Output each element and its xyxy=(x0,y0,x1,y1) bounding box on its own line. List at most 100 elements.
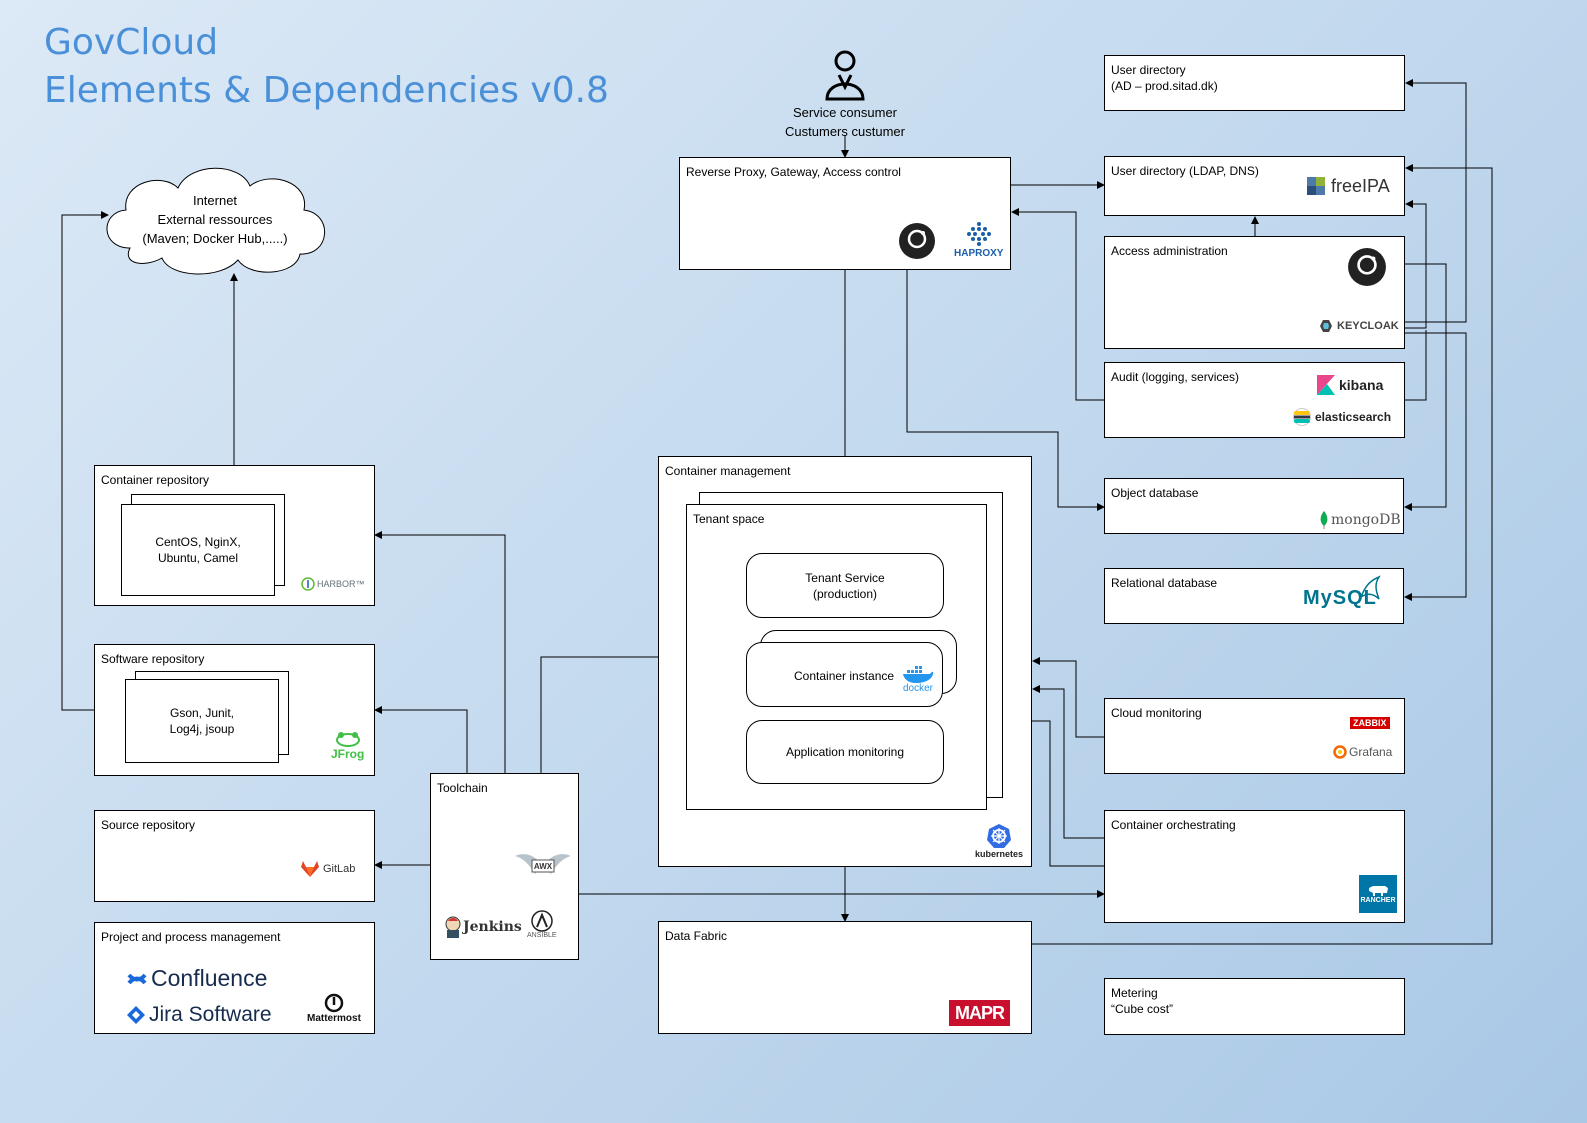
harbor-text: HARBOR™ xyxy=(317,579,365,589)
container-repository-box[interactable]: Container repository CentOS, NginX, Ubun… xyxy=(94,465,375,606)
user-directory-ad-title: User directory xyxy=(1111,63,1186,77)
audit-box[interactable]: Audit (logging, services) kibana elastic… xyxy=(1104,362,1405,438)
diagram-title-line2: Elements & Dependencies v0.8 xyxy=(44,70,609,111)
confluence-text: Confluence xyxy=(151,965,268,991)
jenkins-text: Jenkins xyxy=(463,919,522,935)
docker-logo: docker xyxy=(902,665,934,697)
elasticsearch-icon xyxy=(1293,408,1311,426)
cloud-monitoring-box[interactable]: Cloud monitoring ZABBIX Grafana xyxy=(1104,698,1405,774)
toolchain-label: Toolchain xyxy=(437,781,488,795)
awx-logo: AWX xyxy=(515,848,571,882)
gravitee-icon xyxy=(1348,248,1386,286)
software-repository-label: Software repository xyxy=(101,652,205,666)
gitlab-text: GitLab xyxy=(323,863,356,875)
harbor-logo: HARBOR™ xyxy=(301,577,365,591)
container-repo-items: CentOS, NginX, Ubuntu, Camel xyxy=(155,535,241,565)
container-repo-stack-front: CentOS, NginX, Ubuntu, Camel xyxy=(121,504,275,596)
source-repository-box[interactable]: Source repository GitLab xyxy=(94,810,375,902)
application-monitoring-label: Application monitoring xyxy=(785,745,905,759)
grafana-text: Grafana xyxy=(1349,745,1393,759)
software-repo-stack-front: Gson, Junit, Log4j, jsoup xyxy=(125,679,279,763)
awx-text: AWX xyxy=(533,862,553,871)
kibana-text: kibana xyxy=(1339,377,1384,393)
gravitee-logo-2 xyxy=(1347,247,1387,287)
kubernetes-logo: kubernetes xyxy=(975,823,1023,859)
internet-line3: (Maven; Docker Hub,.....) xyxy=(142,231,288,246)
jira-icon xyxy=(127,1006,145,1024)
actor-line2: Custumers custumer xyxy=(785,124,905,139)
user-directory-ldap-box[interactable]: User directory (LDAP, DNS) freeIPA xyxy=(1104,156,1405,216)
gravitee-logo xyxy=(898,222,936,260)
data-fabric-box[interactable]: Data Fabric MAPR xyxy=(658,921,1032,1034)
application-monitoring-box[interactable]: Application monitoring xyxy=(746,720,944,784)
harbor-icon xyxy=(301,577,315,591)
toolchain-box[interactable]: Toolchain AWX Jenkins ANSIBLE xyxy=(430,773,579,960)
source-repository-label: Source repository xyxy=(101,818,196,832)
kubernetes-text: kubernetes xyxy=(975,849,1024,859)
freeipa-logo: freeIPA xyxy=(1305,175,1390,197)
metering-box[interactable]: Metering “Cube cost” xyxy=(1104,978,1405,1035)
jenkins-icon xyxy=(445,916,461,938)
container-orchestrating-box[interactable]: Container orchestrating RANCHER xyxy=(1104,810,1405,923)
gravitee-icon xyxy=(899,223,935,259)
reverse-proxy-box[interactable]: Reverse Proxy, Gateway, Access control H… xyxy=(679,157,1011,270)
mysql-dolphin-icon xyxy=(1359,575,1381,600)
container-instance-label: Container instance xyxy=(794,669,895,683)
ansible-text: ANSIBLE xyxy=(527,932,557,939)
freeipa-icon xyxy=(1307,177,1325,195)
docker-whale-icon xyxy=(903,666,934,683)
gitlab-logo: GitLab xyxy=(301,861,355,877)
software-repository-box[interactable]: Software repository Gson, Junit, Log4j, … xyxy=(94,644,375,776)
jfrog-logo: JFrog xyxy=(331,731,364,761)
ansible-logo: ANSIBLE xyxy=(527,910,557,939)
haproxy-logo: HAPROXY xyxy=(954,220,1003,259)
mapr-logo: MAPR xyxy=(949,1000,1010,1026)
data-fabric-label: Data Fabric xyxy=(665,929,728,943)
gitlab-icon xyxy=(301,861,319,877)
tenant-space-label: Tenant space xyxy=(693,512,765,526)
mongodb-text: mongoDB xyxy=(1331,512,1401,528)
user-directory-ad-box[interactable]: User directory (AD – prod.sitad.dk) xyxy=(1104,55,1405,111)
keycloak-logo: KEYCLOAK xyxy=(1319,319,1399,333)
awx-wings-icon xyxy=(515,854,571,874)
tenant-service-line1: Tenant Service xyxy=(805,570,885,585)
zabbix-text: ZABBIX xyxy=(1350,717,1390,729)
actor-line1: Service consumer xyxy=(792,105,898,120)
metering-subtitle: “Cube cost” xyxy=(1111,1002,1174,1016)
access-administration-box[interactable]: Access administration KEYCLOAK xyxy=(1104,236,1405,349)
project-management-box[interactable]: Project and process management Confluenc… xyxy=(94,922,375,1034)
user-icon xyxy=(825,50,865,101)
tenant-service-box[interactable]: Tenant Service (production) xyxy=(746,553,944,618)
jira-logo: Jira Software xyxy=(127,1003,272,1027)
jfrog-text: JFrog xyxy=(331,747,365,761)
relational-database-box[interactable]: Relational database MySQL xyxy=(1104,568,1404,624)
kibana-logo: kibana xyxy=(1317,375,1383,395)
internet-line2: External ressources xyxy=(157,212,273,227)
object-database-label: Object database xyxy=(1111,486,1199,500)
user-directory-ad-subtitle: (AD – prod.sitad.dk) xyxy=(1111,79,1218,93)
rancher-logo: RANCHER xyxy=(1359,875,1397,913)
keycloak-icon xyxy=(1320,320,1332,332)
container-instance-box[interactable]: Container instance docker xyxy=(746,642,943,707)
mattermost-icon xyxy=(324,993,344,1013)
mongodb-logo: mongoDB xyxy=(1319,511,1401,529)
mysql-text: MySQL xyxy=(1303,587,1377,609)
grafana-icon xyxy=(1333,745,1347,759)
grafana-logo: Grafana xyxy=(1333,745,1392,759)
mysql-logo: MySQL xyxy=(1303,575,1381,610)
elasticsearch-text: elasticsearch xyxy=(1315,410,1392,424)
zabbix-logo: ZABBIX xyxy=(1350,717,1390,729)
mongodb-leaf-icon xyxy=(1320,511,1328,529)
jfrog-icon xyxy=(335,732,360,747)
access-administration-label: Access administration xyxy=(1111,244,1228,258)
object-database-box[interactable]: Object database mongoDB xyxy=(1104,478,1404,534)
freeipa-text: freeIPA xyxy=(1331,175,1390,196)
rancher-cow-icon xyxy=(1369,885,1388,896)
actor-label: Service consumer Custumers custumer xyxy=(760,103,930,141)
tenant-service-line2: (production) xyxy=(812,586,878,601)
container-repository-label: Container repository xyxy=(101,473,210,487)
relational-database-label: Relational database xyxy=(1111,576,1218,590)
mapr-text: MAPR xyxy=(955,1002,1005,1023)
haproxy-text: HAPROXY xyxy=(954,248,1004,259)
user-directory-ldap-label: User directory (LDAP, DNS) xyxy=(1111,164,1259,178)
